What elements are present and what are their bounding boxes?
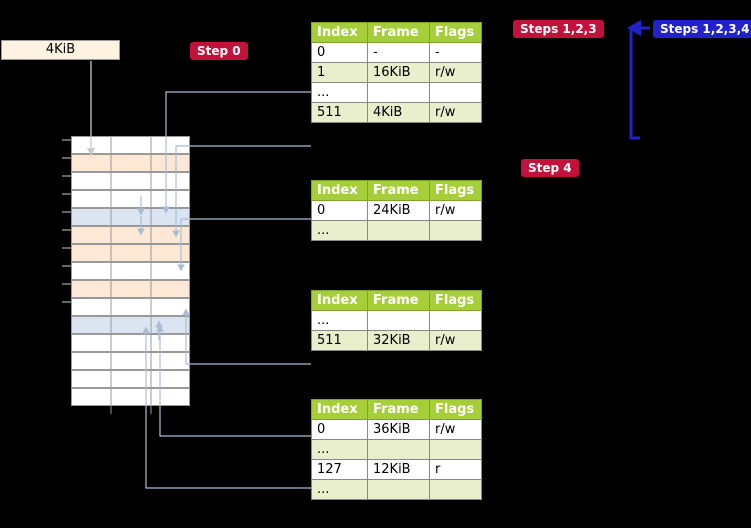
table-header-row: Index Frame Flags bbox=[311, 180, 482, 201]
cell-flags: r/w bbox=[429, 419, 482, 440]
cell-flags: r/w bbox=[429, 200, 482, 221]
page-table-level-1: Index Frame Flags 0 - - 1 16KiB r/w ... bbox=[311, 22, 482, 123]
cell-frame: 4KiB bbox=[367, 102, 430, 123]
cell-index: 511 bbox=[311, 102, 368, 123]
cell-frame bbox=[367, 439, 430, 460]
cell-index: 511 bbox=[311, 330, 368, 351]
frame-cell bbox=[71, 298, 190, 316]
steps-1234-label: Steps 1,2,3,4 bbox=[653, 20, 751, 38]
column-header-index: Index bbox=[311, 22, 368, 43]
frame-cell bbox=[71, 316, 190, 334]
page-table-level-3: Index Frame Flags ... 511 32KiB r/w bbox=[311, 290, 482, 351]
cell-index: 0 bbox=[311, 200, 368, 221]
frame-cell bbox=[71, 136, 190, 154]
step-4-label: Step 4 bbox=[521, 159, 579, 177]
table-row: 0 - - bbox=[311, 42, 482, 63]
table-header-row: Index Frame Flags bbox=[311, 399, 482, 420]
column-header-flags: Flags bbox=[429, 290, 482, 311]
table-header-row: Index Frame Flags bbox=[311, 290, 482, 311]
cell-frame bbox=[367, 310, 430, 331]
steps-bracket-arrow bbox=[627, 20, 650, 140]
table-row: ... bbox=[311, 439, 482, 460]
table-row: 511 4KiB r/w bbox=[311, 102, 482, 123]
cell-index: 0 bbox=[311, 42, 368, 63]
cell-frame: - bbox=[367, 42, 430, 63]
frame-cell bbox=[71, 172, 190, 190]
cell-frame: 24KiB bbox=[367, 200, 430, 221]
physical-memory-frames bbox=[71, 136, 190, 414]
page-table-level-2: Index Frame Flags 0 24KiB r/w ... bbox=[311, 180, 482, 241]
grid-tick-marks bbox=[62, 139, 71, 303]
cell-flags: r/w bbox=[429, 330, 482, 351]
cell-frame: 16KiB bbox=[367, 62, 430, 83]
frame-cell bbox=[71, 244, 190, 262]
column-header-frame: Frame bbox=[367, 399, 430, 420]
frame-cell bbox=[71, 280, 190, 298]
cell-index: ... bbox=[311, 310, 368, 331]
frame-cell bbox=[71, 208, 190, 226]
table-row: 127 12KiB r bbox=[311, 459, 482, 480]
column-header-index: Index bbox=[311, 180, 368, 201]
table-header-row: Index Frame Flags bbox=[311, 22, 482, 43]
page-table-level-4: Index Frame Flags 0 36KiB r/w ... 127 12… bbox=[311, 399, 482, 500]
table-row: 0 24KiB r/w bbox=[311, 200, 482, 221]
cell-index: ... bbox=[311, 220, 368, 241]
cell-index: 1 bbox=[311, 62, 368, 83]
step-0-label: Step 0 bbox=[190, 42, 248, 60]
column-header-index: Index bbox=[311, 399, 368, 420]
frame-cell bbox=[71, 226, 190, 244]
cell-frame: 36KiB bbox=[367, 419, 430, 440]
frame-cell bbox=[71, 352, 190, 370]
memory-size-bar: 4KiB bbox=[1, 40, 120, 60]
cell-flags: - bbox=[429, 42, 482, 63]
memory-size-label: 4KiB bbox=[45, 42, 76, 57]
cell-index: 127 bbox=[311, 459, 368, 480]
frame-cell bbox=[71, 262, 190, 280]
cell-flags bbox=[429, 82, 482, 103]
column-header-flags: Flags bbox=[429, 22, 482, 43]
column-header-frame: Frame bbox=[367, 22, 430, 43]
cell-index: ... bbox=[311, 82, 368, 103]
cell-flags: r/w bbox=[429, 62, 482, 83]
table-row: ... bbox=[311, 82, 482, 103]
frame-cell bbox=[71, 334, 190, 352]
table-row: ... bbox=[311, 220, 482, 241]
column-header-frame: Frame bbox=[367, 180, 430, 201]
column-header-index: Index bbox=[311, 290, 368, 311]
cell-frame bbox=[367, 479, 430, 500]
cell-flags bbox=[429, 220, 482, 241]
steps-123-label: Steps 1,2,3 bbox=[513, 20, 604, 38]
cell-frame: 12KiB bbox=[367, 459, 430, 480]
table-row: 0 36KiB r/w bbox=[311, 419, 482, 440]
column-header-flags: Flags bbox=[429, 180, 482, 201]
cell-frame bbox=[367, 220, 430, 241]
cell-flags: r bbox=[429, 459, 482, 480]
cell-flags: r/w bbox=[429, 102, 482, 123]
frame-cell bbox=[71, 388, 190, 406]
table-row: 511 32KiB r/w bbox=[311, 330, 482, 351]
table-row: ... bbox=[311, 310, 482, 331]
cell-flags bbox=[429, 479, 482, 500]
frame-cell bbox=[71, 190, 190, 208]
cell-index: ... bbox=[311, 479, 368, 500]
cell-flags bbox=[429, 439, 482, 460]
frame-cell bbox=[71, 370, 190, 388]
cell-index: 0 bbox=[311, 419, 368, 440]
cell-frame bbox=[367, 82, 430, 103]
frame-cell bbox=[71, 154, 190, 172]
column-header-flags: Flags bbox=[429, 399, 482, 420]
cell-index: ... bbox=[311, 439, 368, 460]
table-row: ... bbox=[311, 479, 482, 500]
column-header-frame: Frame bbox=[367, 290, 430, 311]
cell-flags bbox=[429, 310, 482, 331]
cell-frame: 32KiB bbox=[367, 330, 430, 351]
table-row: 1 16KiB r/w bbox=[311, 62, 482, 83]
